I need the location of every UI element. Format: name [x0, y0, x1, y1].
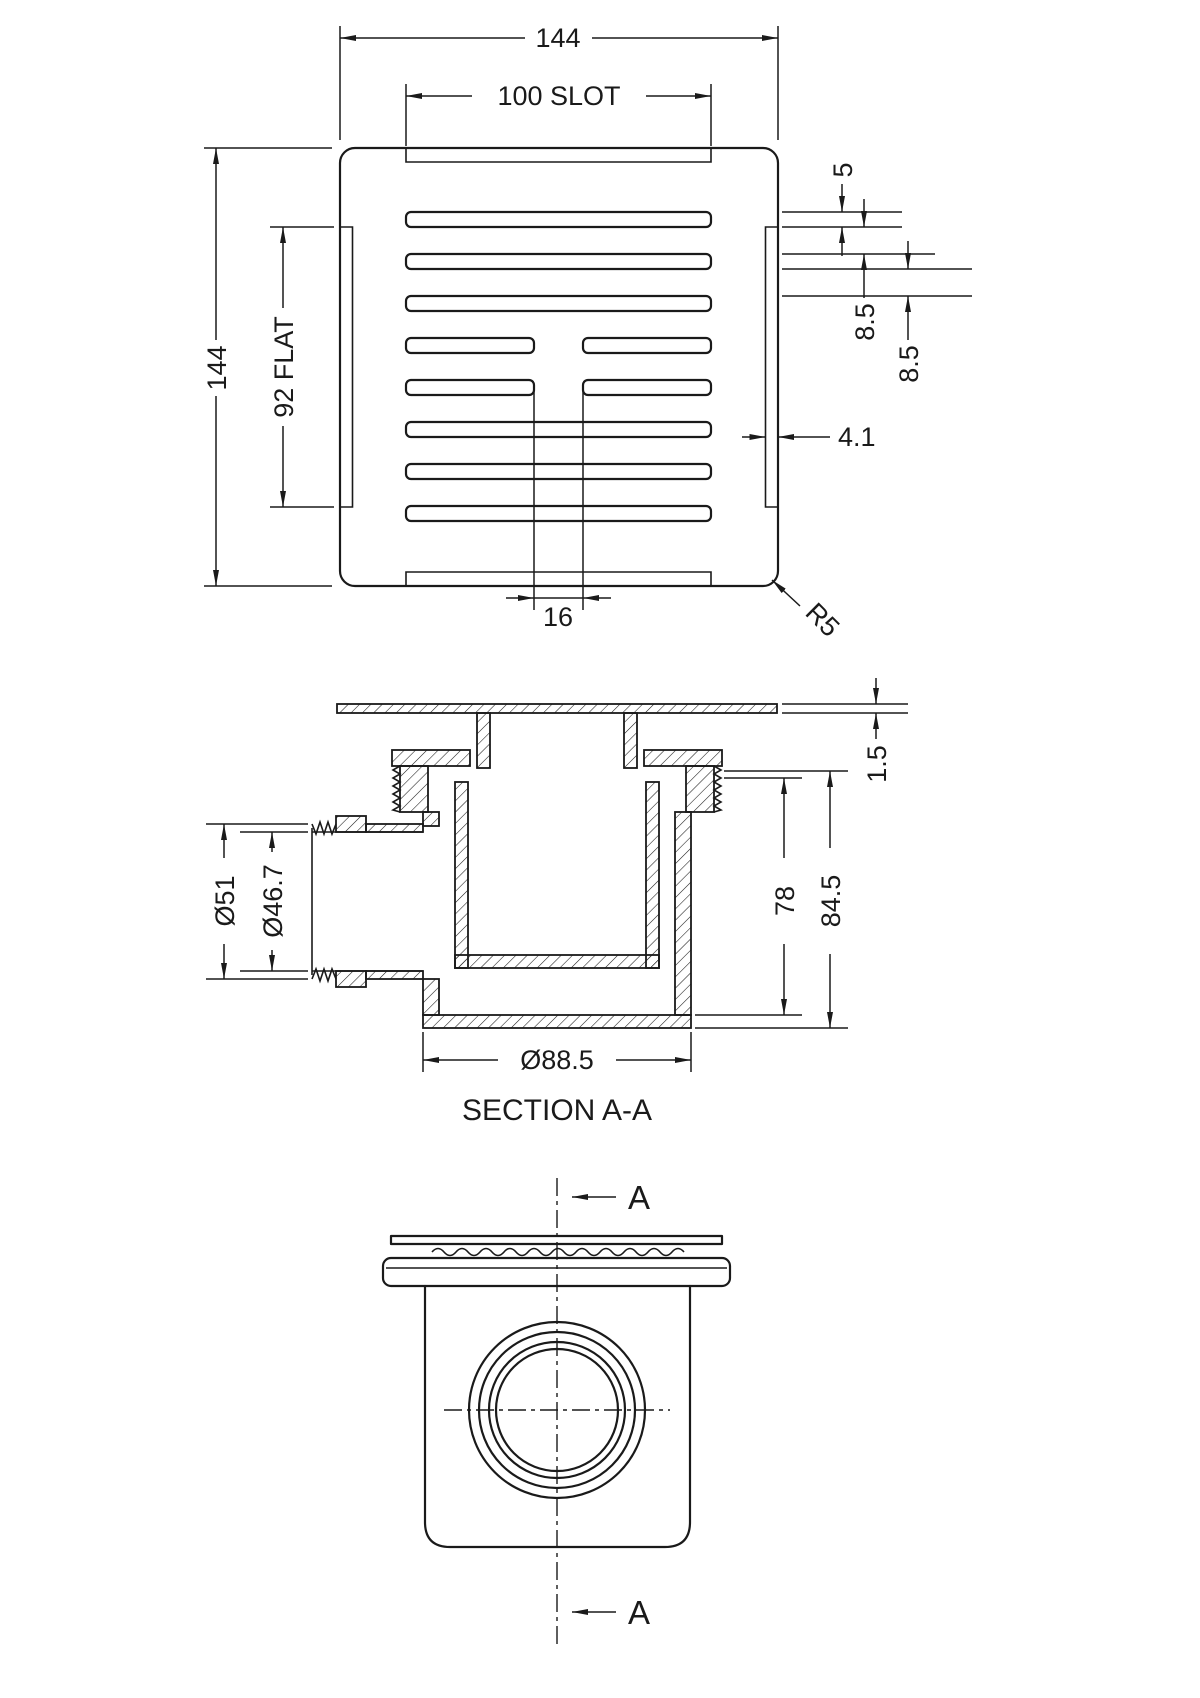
section-grate-leg-right — [623, 712, 638, 769]
plan-flange — [381, 1256, 732, 1288]
section-label-bottom: A — [628, 1594, 650, 1631]
section-insert-wall-left — [454, 781, 469, 969]
dimension-gap-a-8-5: 8.5 — [782, 199, 935, 341]
dim-text-total-height: 84.5 — [816, 875, 846, 928]
dim-text-height: 144 — [202, 345, 232, 390]
dim-text-outlet-od: Ø51 — [210, 875, 240, 926]
dimension-flat-92: 92 FLAT — [269, 226, 334, 508]
plan-body-outline — [423, 1284, 692, 1549]
section-title: SECTION A-A — [462, 1094, 652, 1127]
thread-zigzag-right — [712, 765, 724, 813]
slot-row-1 — [404, 210, 713, 229]
pipe-thread-top — [311, 819, 337, 837]
section-insert-bottom — [454, 954, 660, 969]
section-insert-wall-right — [645, 781, 660, 969]
slot-row-2 — [404, 252, 713, 271]
pipe-wall-bottom — [365, 970, 424, 980]
dim-text-slot: 100 SLOT — [497, 81, 620, 111]
pipe-wall-top — [365, 823, 424, 833]
dim-text-center-gap: 16 — [543, 602, 573, 632]
dimension-outlet-id-46-7: Ø46.7 — [240, 831, 308, 972]
section-grate-plate — [336, 703, 778, 714]
thread-zigzag-left — [390, 765, 402, 813]
dimension-rim-4-1: 4.1 — [742, 422, 876, 452]
section-view: 1.5 — [206, 678, 908, 1127]
dim-text-corner-radius: R5 — [800, 597, 846, 643]
dimension-corner-radius-r5: R5 — [771, 579, 846, 643]
slot-row-3 — [404, 294, 713, 313]
dimension-slot-height-5: 5 — [782, 162, 902, 256]
slot-row-4-right — [581, 336, 713, 355]
section-cup-bottom — [422, 1014, 692, 1029]
dimension-height-144: 144 — [202, 147, 332, 587]
plan-grate-plate-edge — [389, 1234, 724, 1246]
slot-row-4-left — [404, 336, 536, 355]
pipe-thread-bottom — [311, 966, 337, 984]
section-cup-wall-right — [674, 811, 692, 1016]
dim-text-body-depth: 78 — [770, 886, 800, 916]
section-outlet-pipe — [311, 815, 424, 988]
dimension-body-od-88-5: Ø88.5 — [422, 1032, 692, 1075]
dim-text-plate-thickness: 1.5 — [862, 745, 892, 783]
section-locknut-right — [685, 765, 724, 813]
grate-edge-ledges — [340, 148, 778, 586]
section-arrow-bottom: A — [572, 1594, 650, 1631]
dim-text-gap-b: 8.5 — [894, 345, 924, 383]
dim-text-width: 144 — [535, 23, 580, 53]
plan-thread-squiggle — [431, 1247, 685, 1257]
dim-text-gap-a: 8.5 — [850, 303, 880, 341]
dim-text-outlet-id: Ø46.7 — [258, 864, 288, 938]
slot-row-5-left — [404, 378, 536, 397]
dim-text-flat: 92 FLAT — [269, 316, 299, 418]
section-flange-left — [391, 749, 471, 767]
top-view-grate: 144 100 SLOT 144 92 FLAT 5 — [202, 23, 972, 643]
section-flange-right — [643, 749, 723, 767]
section-cup-wall-left-lower — [422, 978, 440, 1016]
dim-text-body-od: Ø88.5 — [520, 1045, 594, 1075]
grate-plate-outline — [338, 146, 780, 588]
section-cup-wall-left-upper — [422, 811, 440, 827]
dimension-gap-b-8-5: 8.5 — [782, 241, 972, 383]
section-arrow-top: A — [572, 1179, 650, 1216]
slot-row-8 — [404, 504, 713, 523]
dim-text-slot-height: 5 — [828, 162, 858, 177]
pipe-collar-top — [335, 815, 367, 833]
section-grate-leg-left — [476, 712, 491, 769]
slot-row-6 — [404, 420, 713, 439]
dimension-body-depth-78: 78 — [695, 777, 802, 1016]
dim-text-rim: 4.1 — [838, 422, 876, 452]
dimension-total-height-84-5: 84.5 — [695, 770, 848, 1029]
plan-view: A A — [381, 1178, 732, 1645]
section-locknut-left — [390, 765, 429, 813]
dimension-slot-100: 100 SLOT — [405, 81, 712, 146]
section-label-top: A — [628, 1179, 650, 1216]
slot-row-7 — [404, 462, 713, 481]
dimension-plate-thickness-1-5: 1.5 — [782, 678, 908, 783]
grate-slots — [404, 210, 713, 523]
pipe-collar-bottom — [335, 970, 367, 988]
slot-row-5-right — [581, 378, 713, 397]
dimension-width-144: 144 — [339, 23, 779, 140]
dimension-center-gap-16: 16 — [506, 385, 611, 632]
dimension-outlet-od-51: Ø51 — [206, 823, 308, 980]
